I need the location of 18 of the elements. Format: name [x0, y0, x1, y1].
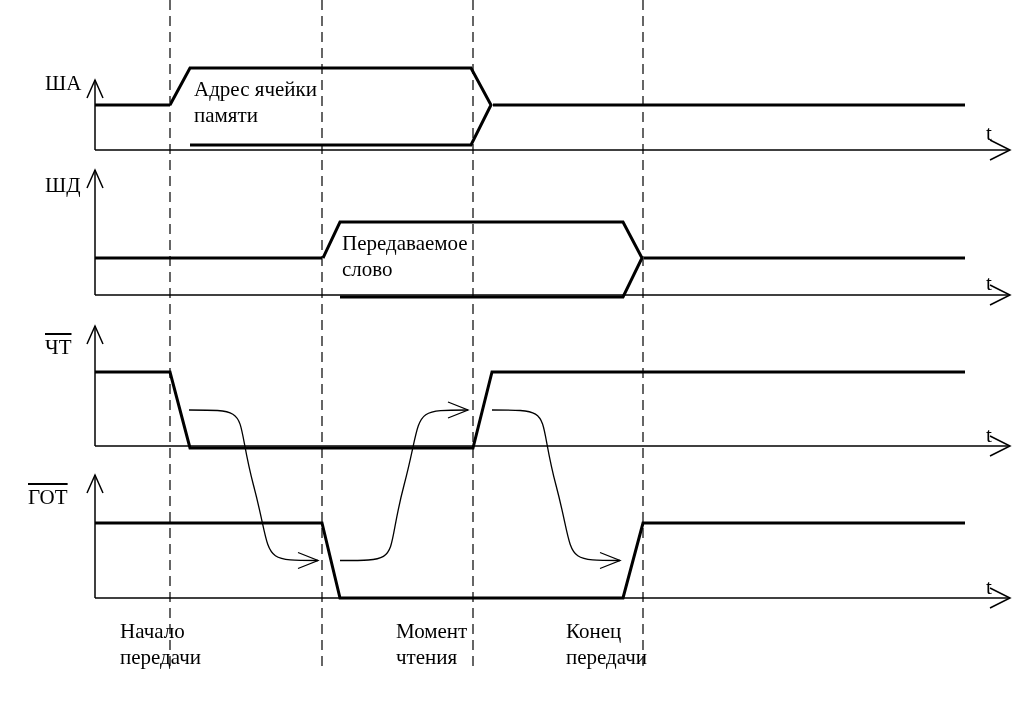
- signal-label: ГОТ: [28, 484, 68, 510]
- bus-data-label: Адрес ячейки памяти: [194, 76, 318, 128]
- bus-data-label: Передаваемое слово: [342, 230, 469, 282]
- arrow: [339, 401, 469, 562]
- signal-label: t: [986, 422, 992, 448]
- signal-waveform: [95, 370, 965, 450]
- signal-label: ШД: [45, 172, 81, 198]
- signal-label: t: [986, 270, 992, 296]
- signal-label: t: [986, 574, 992, 600]
- signal-label: ША: [45, 70, 82, 96]
- arrow: [188, 409, 319, 570]
- event-label: Конец передачи: [566, 618, 649, 670]
- event-label: Момент чтения: [396, 618, 469, 670]
- signal-waveform: [95, 521, 965, 600]
- arrow: [491, 409, 621, 570]
- signal-label: t: [986, 120, 992, 146]
- event-label: Начало передачи: [120, 618, 203, 670]
- signal-label: ЧТ: [45, 334, 72, 360]
